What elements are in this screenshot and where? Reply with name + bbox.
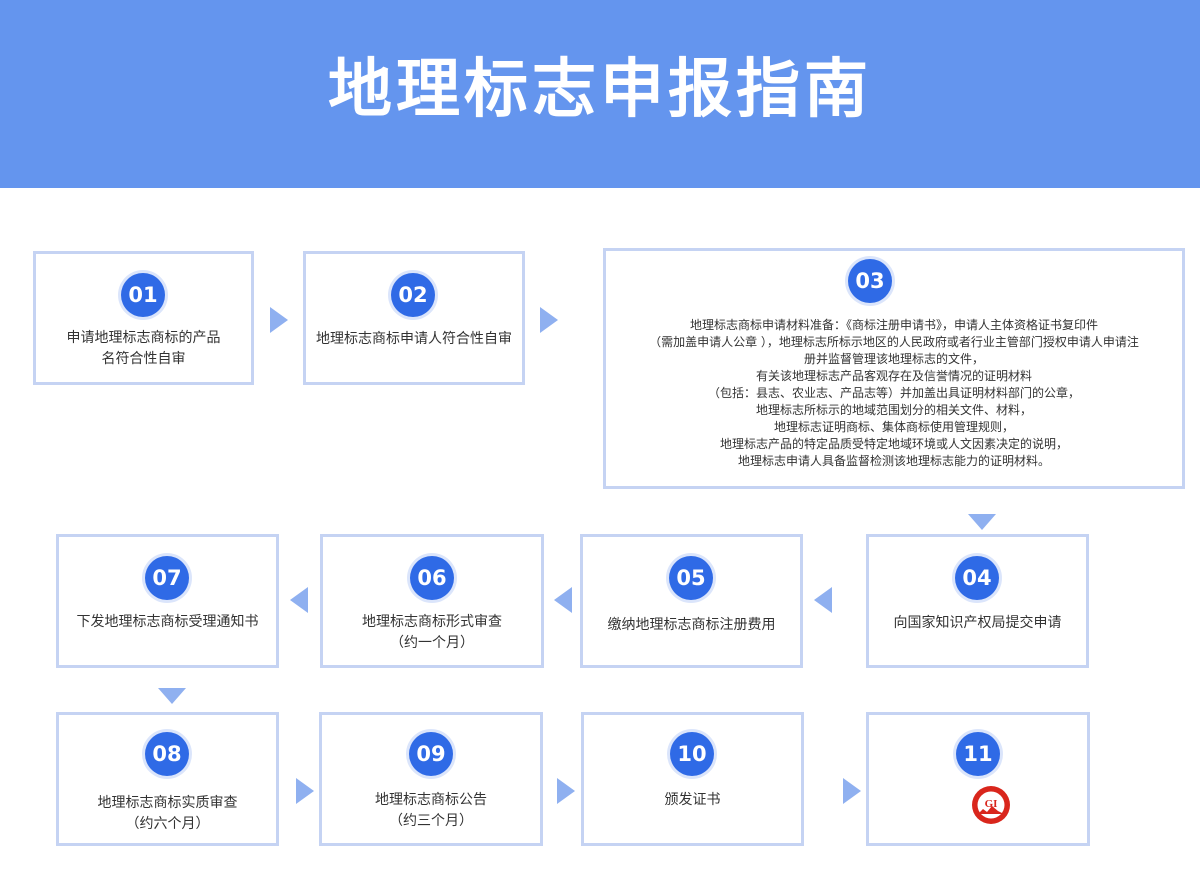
step-10-box: 10 颁发证书 (581, 712, 804, 846)
step-06-line-1: 地理标志商标形式审查 (362, 614, 502, 630)
step-08-number: 08 (145, 732, 189, 776)
step-03-line-2: （需加盖申请人公章 ），地理标志所标示地区的人民政府或者行业主管部门授权申请人申… (649, 335, 1139, 349)
step-03-details: 地理标志商标申请材料准备：《商标注册申请书》，申请人主体资格证书复印件 （需加盖… (606, 317, 1182, 470)
step-01-number: 01 (121, 273, 165, 317)
step-04-label: 向国家知识产权局提交申请 (869, 613, 1086, 634)
step-09-number: 09 (409, 732, 453, 776)
arrow-down-07-08 (158, 688, 186, 704)
geographical-indication-seal-icon: GI (972, 786, 1010, 824)
step-09-line-2: （约三个月） (389, 813, 473, 829)
step-03-line-7: 地理标志证明商标、集体商标使用管理规则， (773, 420, 1014, 434)
step-08-label: 地理标志商标实质审查 （约六个月） (59, 793, 276, 835)
arrow-right-02-03 (540, 307, 558, 333)
step-02-number: 02 (391, 273, 435, 317)
arrow-right-10-11 (843, 778, 861, 804)
step-08-line-1: 地理标志商标实质审查 (97, 795, 238, 811)
step-03-box: 03 地理标志商标申请材料准备：《商标注册申请书》，申请人主体资格证书复印件 （… (603, 248, 1185, 489)
step-10-line-1: 颁发证书 (664, 792, 721, 808)
step-07-box: 07 下发地理标志商标受理通知书 (56, 534, 279, 668)
step-07-label: 下发地理标志商标受理通知书 (59, 612, 276, 633)
step-05-box: 05 缴纳地理标志商标注册费用 (580, 534, 803, 668)
step-06-label: 地理标志商标形式审查 （约一个月） (323, 612, 541, 654)
step-06-box: 06 地理标志商标形式审查 （约一个月） (320, 534, 544, 668)
step-07-number: 07 (145, 556, 189, 600)
step-05-number: 05 (669, 556, 713, 600)
arrow-left-04-05 (814, 587, 832, 613)
step-02-box: 02 地理标志商标申请人符合性自审 (303, 251, 525, 385)
step-01-line-1: 申请地理标志商标的产品 (66, 330, 221, 346)
arrow-right-08-09 (296, 778, 314, 804)
step-03-line-4: 有关该地理标志产品客观存在及信誉情况的证明材料 (755, 369, 1032, 383)
step-03-line-1: 地理标志商标申请材料准备：《商标注册申请书》，申请人主体资格证书复印件 (689, 318, 1098, 332)
step-01-box: 01 申请地理标志商标的产品 名符合性自审 (33, 251, 254, 385)
step-07-line-1: 下发地理标志商标受理通知书 (76, 614, 259, 630)
step-06-line-2: （约一个月） (390, 635, 474, 651)
arrow-left-05-06 (554, 587, 572, 613)
step-02-label: 地理标志商标申请人符合性自审 (306, 329, 522, 350)
step-01-label: 申请地理标志商标的产品 名符合性自审 (36, 328, 251, 370)
step-06-number: 06 (410, 556, 454, 600)
step-09-box: 09 地理标志商标公告 （约三个月） (319, 712, 543, 846)
arrow-right-01-02 (270, 307, 288, 333)
step-09-line-1: 地理标志商标公告 (375, 792, 487, 808)
step-09-label: 地理标志商标公告 （约三个月） (322, 790, 540, 832)
step-03-number: 03 (848, 259, 892, 303)
step-10-label: 颁发证书 (584, 790, 801, 811)
step-11-box: 11 GI (866, 712, 1090, 846)
step-04-line-1: 向国家知识产权局提交申请 (893, 615, 1062, 631)
step-05-label: 缴纳地理标志商标注册费用 (583, 615, 800, 636)
step-03-line-8: 地理标志产品的特定品质受特定地域环境或人文因素决定的说明， (719, 437, 1068, 451)
step-11-number: 11 (956, 732, 1000, 776)
step-03-line-3: 册并监督管理该地理标志的文件， (803, 352, 984, 366)
arrow-down-03-04 (968, 514, 996, 530)
step-03-line-5: （包括：县志、农业志、产品志等）并加盖出具证明材料部门的公章， (707, 386, 1080, 400)
arrow-left-06-07 (290, 587, 308, 613)
step-03-line-6: 地理标志所标示的地域范围划分的相关文件、材料， (755, 403, 1032, 417)
step-08-box: 08 地理标志商标实质审查 （约六个月） (56, 712, 279, 846)
step-03-line-9: 地理标志申请人具备监督检测该地理标志能力的证明材料。 (737, 454, 1050, 468)
step-01-line-2: 名符合性自审 (101, 351, 186, 367)
page-title: 地理标志申报指南 (328, 53, 872, 127)
arrow-right-09-10 (557, 778, 575, 804)
step-02-line-1: 地理标志商标申请人符合性自审 (316, 331, 512, 347)
step-10-number: 10 (670, 732, 714, 776)
step-04-box: 04 向国家知识产权局提交申请 (866, 534, 1089, 668)
step-05-line-1: 缴纳地理标志商标注册费用 (607, 617, 776, 633)
seal-text: GI (985, 798, 998, 810)
step-08-line-2: （约六个月） (125, 816, 210, 832)
step-04-number: 04 (955, 556, 999, 600)
header-banner (0, 0, 1200, 188)
